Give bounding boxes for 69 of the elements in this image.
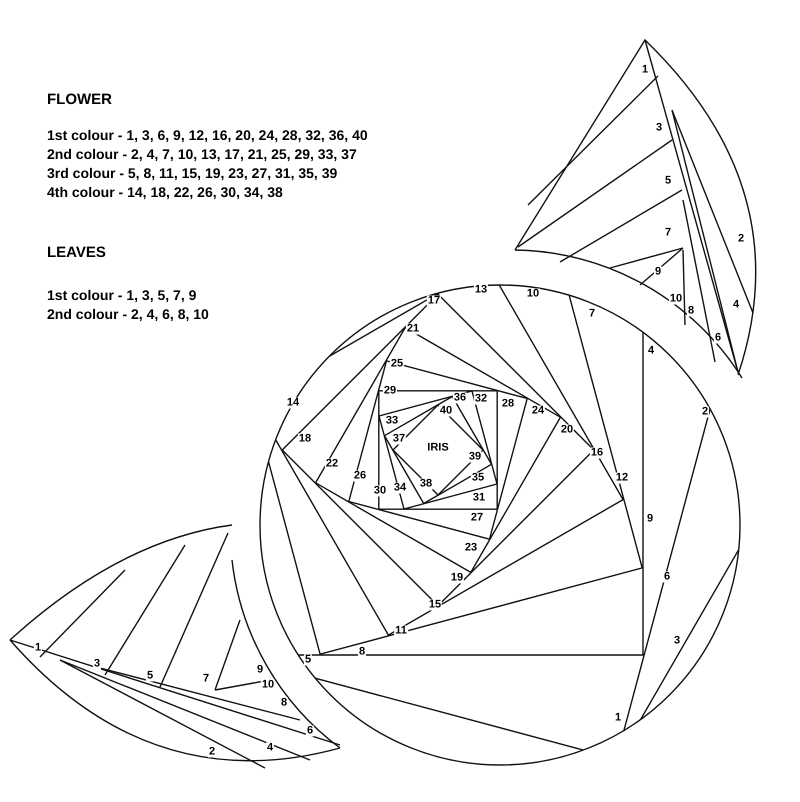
- piece-number: 1: [640, 64, 650, 76]
- piece-number: 22: [324, 458, 340, 470]
- piece-number: 38: [418, 478, 434, 490]
- piece-number: 7: [588, 308, 596, 320]
- piece-number: 7: [202, 674, 210, 684]
- piece-number: 39: [468, 452, 482, 462]
- piece-number: 36: [452, 392, 468, 404]
- piece-number: 34: [392, 482, 408, 494]
- piece-number: 4: [646, 346, 656, 356]
- piece-number: 14: [286, 398, 300, 408]
- piece-number: 10: [260, 680, 276, 690]
- piece-number: 4: [266, 742, 274, 754]
- piece-number: 3: [92, 658, 102, 670]
- piece-number: 1: [34, 642, 42, 654]
- piece-number: 7: [664, 228, 672, 238]
- piece-number: 23: [464, 542, 478, 554]
- piece-number: 24: [530, 406, 546, 416]
- piece-number: 9: [654, 266, 662, 278]
- piece-number: IRIS: [426, 442, 450, 454]
- piece-number: 8: [280, 698, 288, 708]
- piece-number: 5: [664, 176, 672, 186]
- piece-number: 1: [614, 712, 622, 724]
- piece-number: 12: [614, 472, 630, 484]
- section-heading: LEAVES: [47, 243, 106, 263]
- piece-number: 5: [146, 670, 154, 682]
- piece-number: 3: [672, 636, 682, 646]
- piece-number: 31: [472, 492, 486, 504]
- piece-number: 6: [662, 572, 672, 582]
- piece-number: 18: [298, 434, 312, 444]
- piece-number: 13: [474, 284, 488, 296]
- piece-number: 19: [450, 572, 464, 584]
- piece-number: 30: [372, 486, 388, 496]
- piece-number: 10: [526, 288, 540, 300]
- piece-number: 2: [208, 746, 216, 758]
- colour-list-line: 1st colour - 1, 3, 6, 9, 12, 16, 20, 24, 28, 32, 36, 40: [47, 126, 368, 145]
- section-heading: FLOWER: [47, 90, 112, 110]
- piece-number: 27: [470, 512, 484, 524]
- piece-number: 32: [474, 394, 488, 404]
- piece-number: 6: [306, 726, 314, 736]
- piece-number: 9: [646, 514, 654, 524]
- piece-number: 35: [470, 472, 486, 484]
- piece-number: 37: [392, 434, 406, 444]
- piece-number: 33: [384, 416, 400, 426]
- piece-number: 26: [352, 470, 368, 482]
- piece-number: 2: [700, 406, 710, 418]
- piece-number: 20: [560, 424, 574, 436]
- piece-number: 2: [736, 234, 746, 244]
- colour-list-line: 3rd colour - 5, 8, 11, 15, 19, 23, 27, 31, 35, 39: [47, 164, 338, 183]
- piece-number: 17: [426, 296, 442, 306]
- piece-number: 16: [590, 448, 604, 458]
- colour-list-line: 2nd colour - 2, 4, 6, 8, 10: [47, 305, 209, 324]
- piece-number: 4: [732, 300, 740, 310]
- piece-number: 21: [406, 324, 420, 334]
- colour-list-line: 2nd colour - 2, 4, 7, 10, 13, 17, 21, 25, 29, 33, 37: [47, 145, 357, 164]
- piece-number: 40: [438, 406, 454, 416]
- piece-number: 5: [304, 654, 312, 666]
- colour-list-line: 4th colour - 14, 18, 22, 26, 30, 34, 38: [47, 183, 283, 202]
- piece-number: 15: [428, 600, 442, 610]
- piece-number: 9: [256, 664, 264, 676]
- piece-number: 3: [654, 122, 664, 134]
- colour-list-line: 1st colour - 1, 3, 5, 7, 9: [47, 286, 196, 305]
- piece-number: 25: [390, 358, 404, 370]
- piece-number: 8: [358, 646, 366, 658]
- piece-number: 6: [714, 332, 722, 344]
- piece-number: 29: [382, 386, 398, 396]
- piece-number: 8: [686, 306, 696, 316]
- piece-number: 28: [500, 398, 516, 410]
- piece-number: 10: [668, 294, 684, 304]
- piece-number: 11: [394, 626, 408, 636]
